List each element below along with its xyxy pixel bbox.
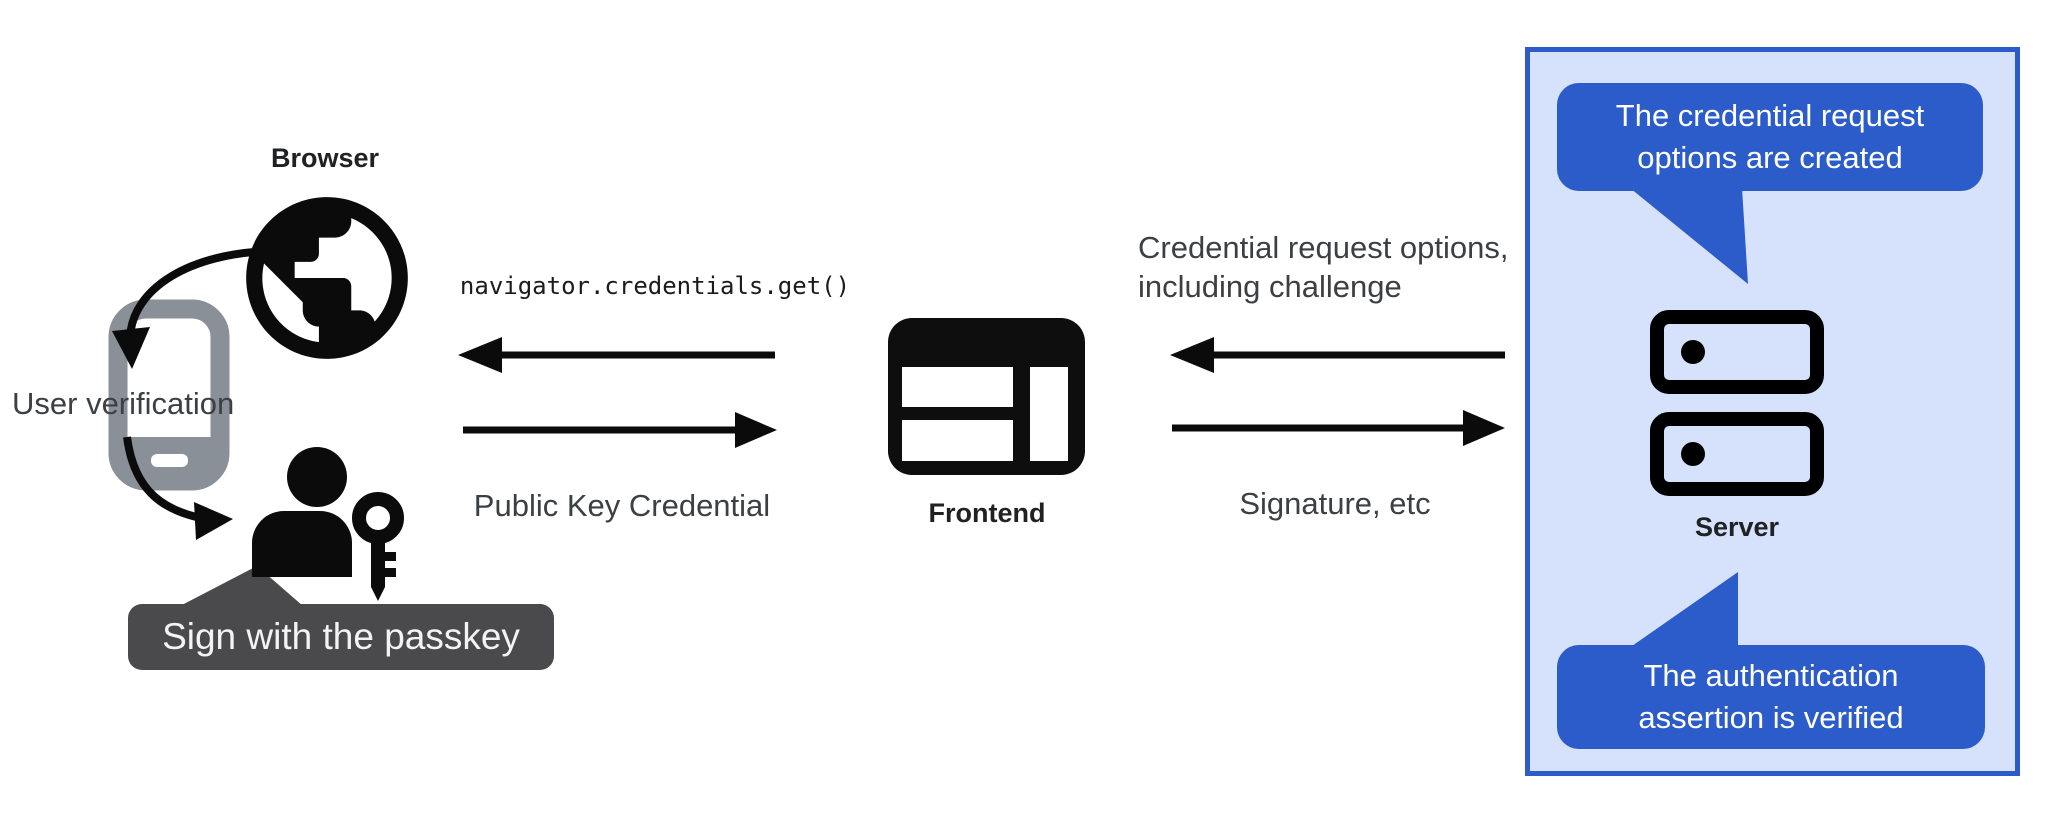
server-top-callout-line1: The credential request (1615, 98, 1925, 133)
arrow-frontend-to-browser (458, 337, 775, 373)
browser-window-icon (888, 318, 1085, 475)
credential-request-options-label: Credential request options, including ch… (1138, 228, 1509, 306)
user-verification-label: User verification (12, 386, 235, 421)
signature-label: Signature, etc (1239, 486, 1431, 521)
globe-icon (246, 197, 408, 359)
person-key-icon (252, 447, 404, 601)
credentials-get-call: navigator.credentials.get() (459, 272, 851, 300)
passkey-tooltip-text: Sign with the passkey (162, 616, 520, 657)
server-bottom-callout-line2: assertion is verified (1638, 700, 1904, 735)
server-stack-icon (1650, 310, 1824, 496)
server-label: Server (1694, 512, 1780, 542)
frontend-label: Frontend (928, 498, 1046, 528)
passkey-tooltip: Sign with the passkey (128, 604, 554, 670)
arrow-server-to-frontend (1170, 337, 1505, 373)
server-top-callout-line2: options are created (1637, 140, 1903, 175)
browser-label: Browser (270, 143, 380, 173)
arrow-browser-to-frontend (463, 412, 777, 448)
server-bottom-callout-line1: The authentication (1643, 658, 1899, 693)
credential-request-options-line1: Credential request options, (1138, 230, 1509, 265)
server-bottom-callout: The authentication assertion is verified (1557, 645, 1985, 749)
key-icon (352, 492, 404, 601)
credential-request-options-line2: including challenge (1138, 269, 1402, 304)
public-key-credential-label: Public Key Credential (473, 488, 771, 523)
server-top-callout: The credential request options are creat… (1557, 83, 1983, 191)
arrow-frontend-to-server (1172, 410, 1505, 446)
